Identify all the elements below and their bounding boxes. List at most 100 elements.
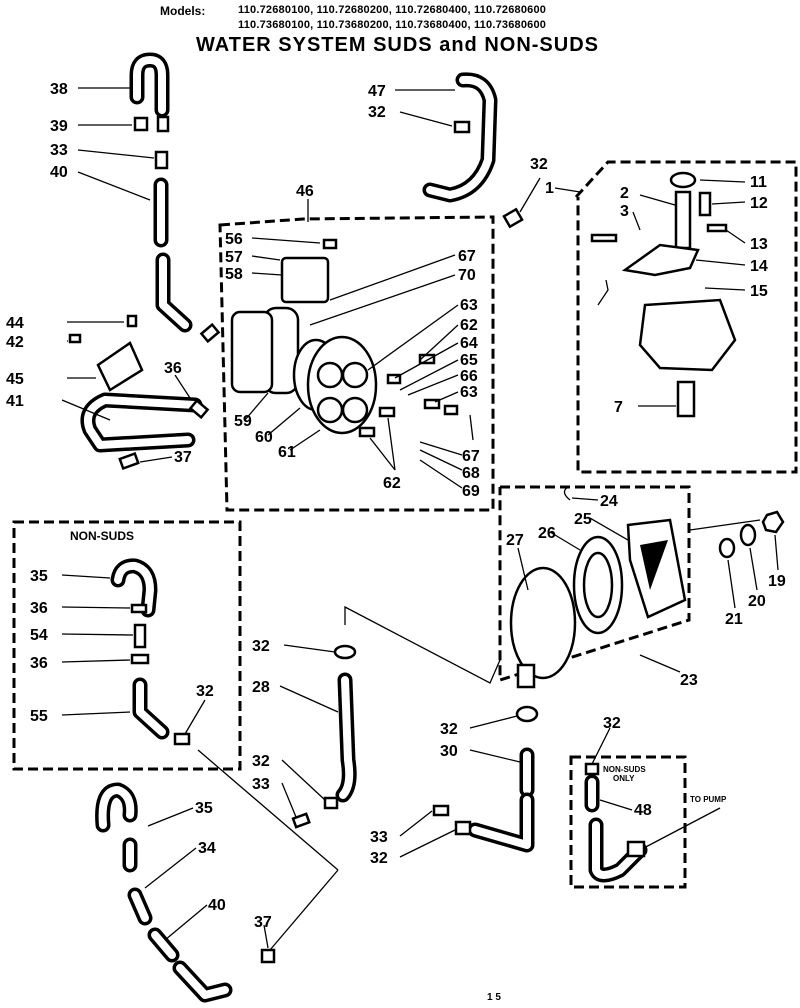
callout-24: 24 [600, 493, 618, 510]
part-63 [418, 353, 436, 365]
hose-48-lower-inner [592, 821, 644, 879]
pump-bracket [280, 256, 330, 304]
part-3 [590, 233, 618, 243]
hose-47-inner [426, 75, 494, 199]
callout-70: 70 [458, 267, 476, 284]
callout-32-f: 32 [370, 850, 388, 867]
to-pump-label: TO PUMP [690, 795, 727, 804]
callout-63: 63 [460, 297, 478, 314]
callout-39: 39 [50, 118, 68, 135]
callout-14: 14 [750, 258, 768, 275]
valve-assembly-box [574, 160, 798, 474]
non-suds-only-label-1: NON-SUDS [603, 765, 646, 774]
callout-63b: 63 [460, 384, 478, 401]
connector-line [344, 605, 501, 684]
callout-32-a: 32 [368, 104, 386, 121]
part-13 [706, 223, 728, 233]
valve-cap-11 [669, 171, 697, 189]
clamp [156, 115, 170, 133]
clamp-36b [188, 398, 210, 420]
callout-36-ns: 36 [30, 600, 48, 617]
model-numbers-line-1: 110.72680100, 110.72680200, 110.72680400… [238, 4, 547, 16]
callout-20: 20 [748, 593, 766, 610]
clamp-36-ns [130, 603, 148, 614]
clamp-39 [133, 116, 149, 132]
part-62-a [358, 426, 376, 438]
callout-3: 3 [620, 203, 629, 220]
valve-stem [674, 190, 692, 250]
callout-37-b: 37 [254, 914, 272, 931]
non-suds-only-box [569, 755, 687, 889]
part-67 [443, 404, 459, 416]
callout-2: 2 [620, 185, 629, 202]
clamp-32-28 [333, 644, 357, 660]
connector-line [639, 807, 721, 851]
hose-41-inner [83, 396, 199, 449]
callout-61: 61 [278, 444, 296, 461]
callout-42: 42 [6, 334, 24, 351]
callout-28: 28 [252, 679, 270, 696]
callout-54: 54 [30, 627, 48, 644]
hose-lower-elbow-inner [131, 891, 149, 922]
fitting-33-b [291, 812, 311, 829]
callout-62: 62 [460, 317, 478, 334]
washer-20 [739, 523, 757, 547]
leader-lines [61, 87, 779, 949]
callout-1: 1 [545, 180, 554, 197]
callout-56: 56 [225, 231, 243, 248]
connector-line [689, 519, 761, 531]
callout-37: 37 [174, 449, 192, 466]
callout-66: 66 [460, 368, 478, 385]
clamp-32 [502, 207, 524, 229]
fitting-33-c [432, 804, 450, 817]
callout-62b: 62 [383, 475, 401, 492]
screw-44 [126, 314, 138, 328]
hose-28-inner [339, 676, 354, 799]
callout-35: 35 [30, 568, 48, 585]
bracket-45 [96, 341, 144, 392]
dispenser-grille-inner [582, 551, 614, 619]
hose-55-inner [136, 681, 166, 736]
part-15-wire [597, 279, 609, 306]
clamp-32-47 [453, 120, 471, 134]
fitting-54 [133, 623, 147, 649]
callout-12: 12 [750, 195, 768, 212]
dispenser-outlet [516, 663, 536, 689]
callout-19: 19 [768, 573, 786, 590]
dispenser-box [498, 485, 691, 683]
clamp-37-b [260, 948, 276, 964]
callout-13: 13 [750, 236, 768, 253]
part-56 [322, 238, 338, 250]
part-62-b [378, 406, 396, 418]
callout-26: 26 [538, 525, 556, 542]
pump-assembly-box [218, 215, 495, 512]
hose-35-inner [114, 561, 154, 614]
callout-15: 15 [750, 283, 768, 300]
callout-48: 48 [634, 802, 652, 819]
hose-35-lower-inner [98, 786, 135, 829]
port-c [316, 396, 344, 424]
dispenser-tab [640, 540, 668, 590]
callout-40: 40 [50, 164, 68, 181]
clamp-37 [118, 451, 140, 471]
callout-36: 36 [164, 360, 182, 377]
callout-33-c: 33 [370, 829, 388, 846]
callout-57: 57 [225, 249, 243, 266]
washer-7 [676, 380, 696, 418]
callout-7: 7 [614, 399, 623, 416]
clamp-36 [199, 322, 221, 344]
callout-44: 44 [6, 315, 24, 332]
callout-45: 45 [6, 371, 24, 388]
clamp-36-ns-b [130, 653, 150, 665]
pump-plate-61 [306, 335, 378, 435]
connector-line [269, 869, 339, 951]
callout-65: 65 [460, 352, 478, 369]
callout-27: 27 [506, 532, 524, 549]
models-label: Models: [160, 4, 206, 18]
diagram-title: WATER SYSTEM SUDS and NON-SUDS [196, 34, 599, 56]
callout-41: 41 [6, 393, 24, 410]
callout-23: 23 [680, 672, 698, 689]
callout-67: 67 [458, 248, 476, 265]
washer-21 [718, 537, 736, 559]
